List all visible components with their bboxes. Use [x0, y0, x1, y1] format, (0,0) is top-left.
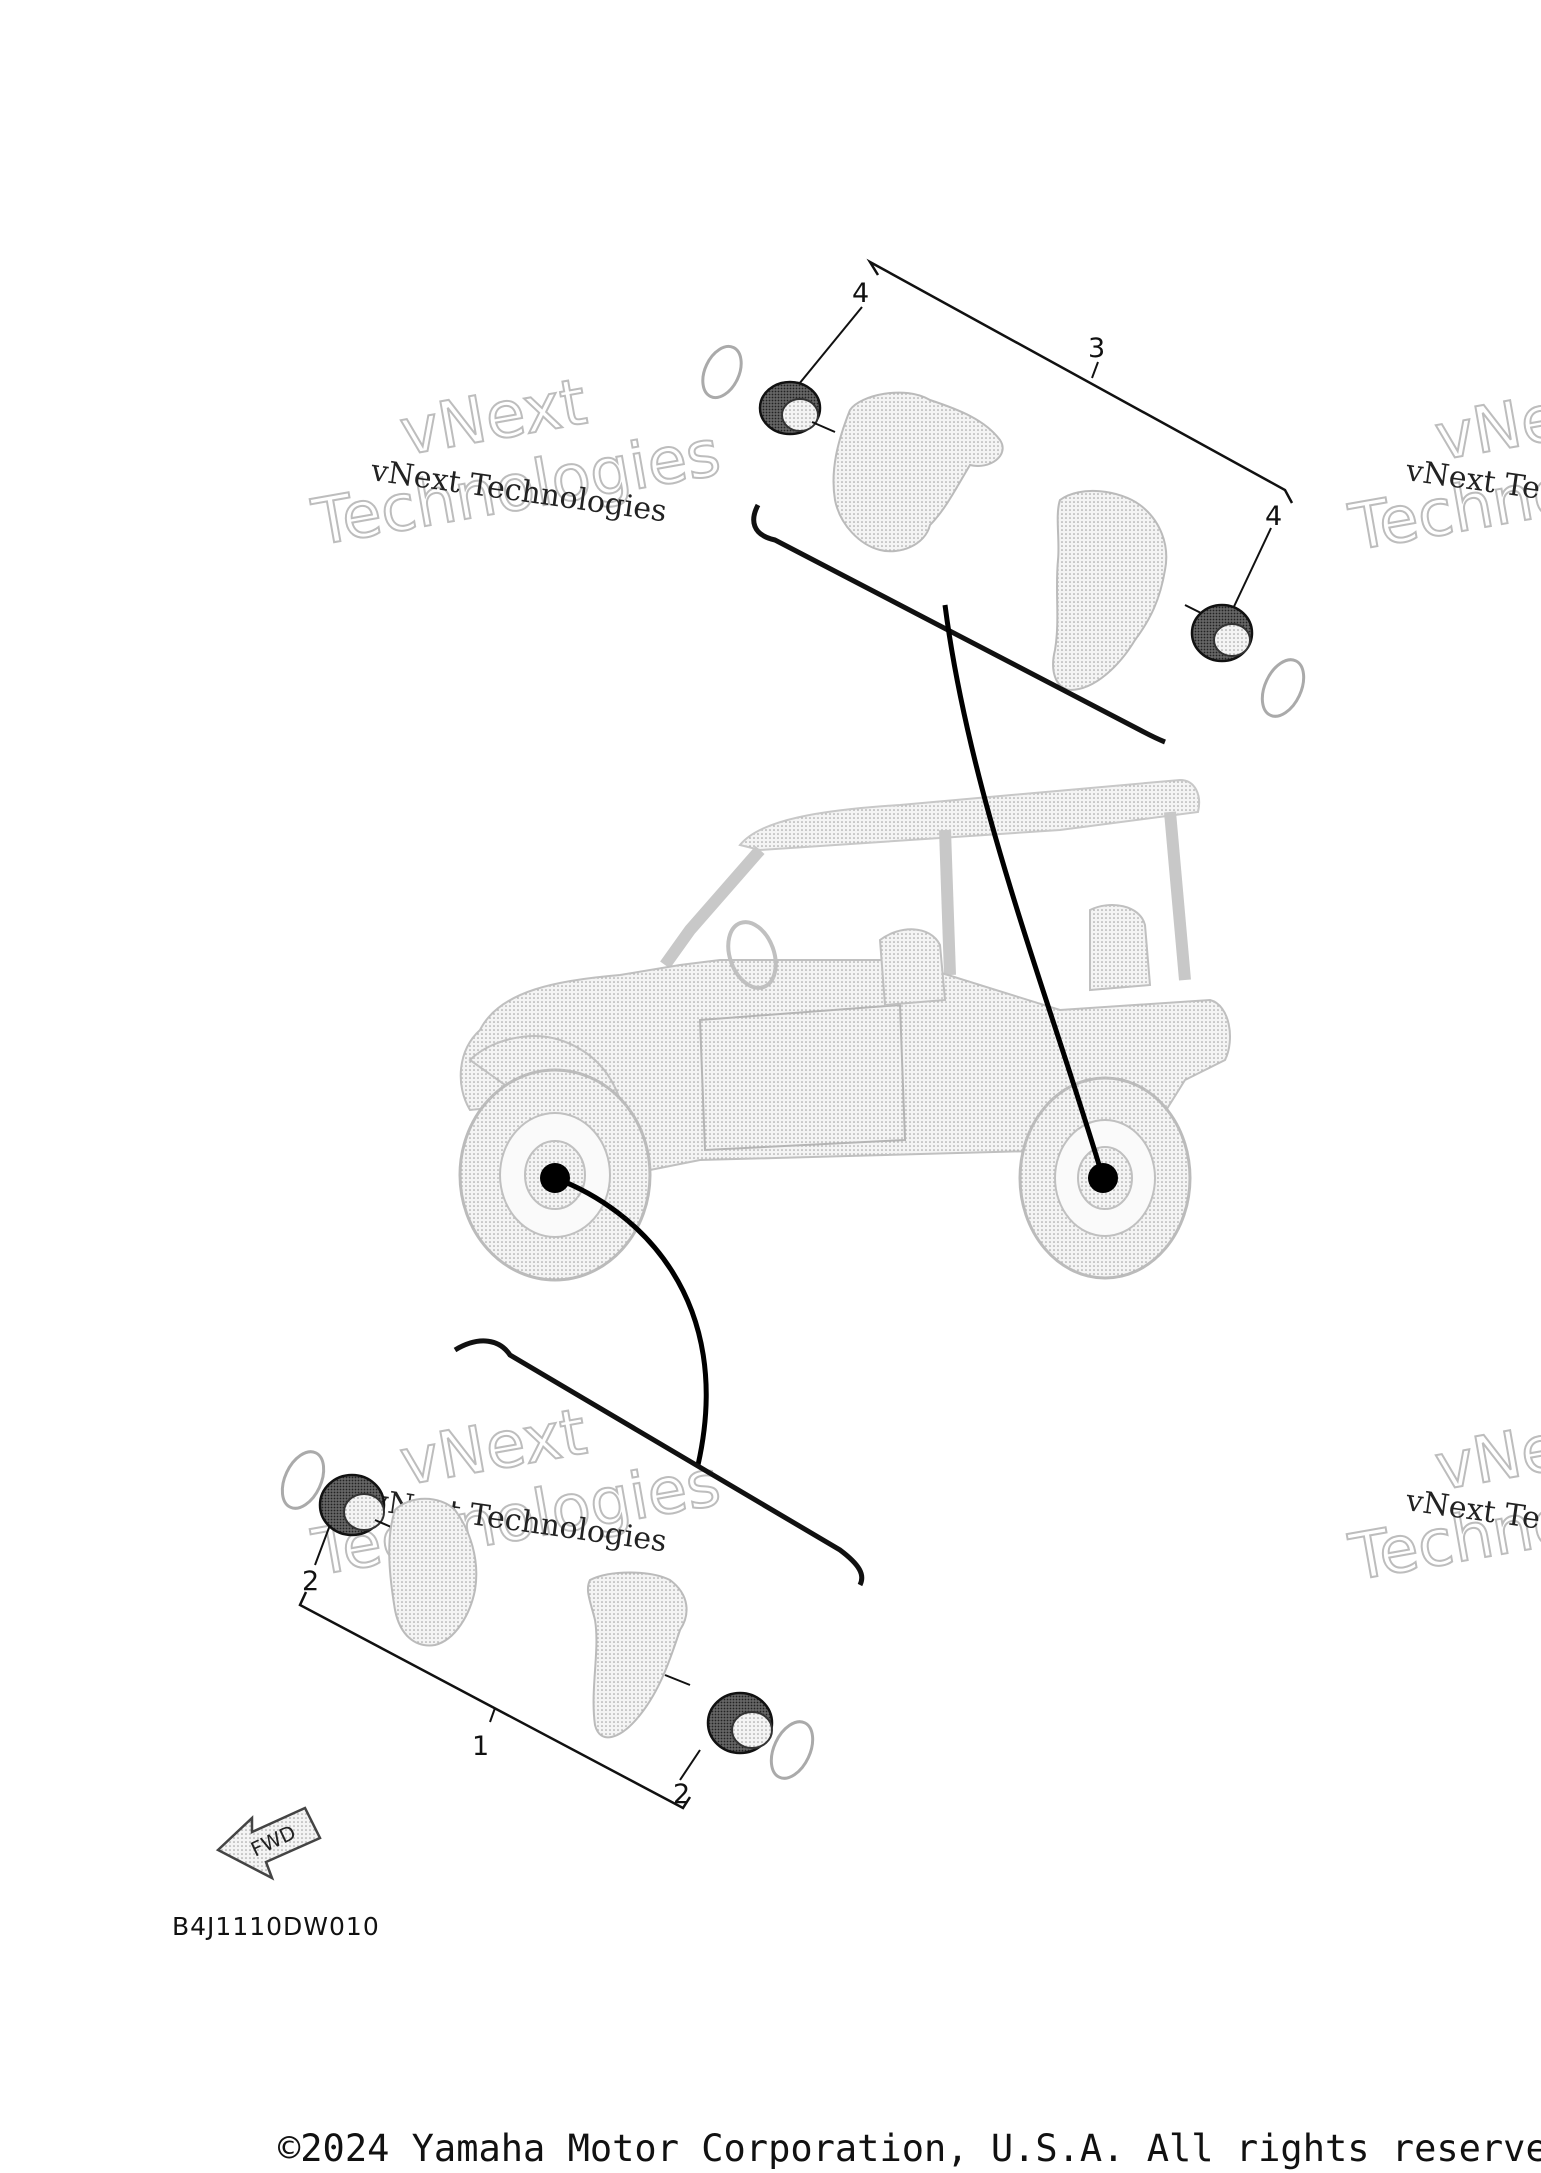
callout-2-right: 2	[673, 1779, 690, 1810]
knuckle-rear-left	[832, 391, 1004, 553]
knuckle-rear-right	[1052, 489, 1168, 692]
leader-line-2-left	[314, 1524, 331, 1566]
callout-4-left: 4	[852, 278, 869, 309]
bushing-front-right	[664, 1674, 774, 1755]
diagram-code: B4J1110DW010	[172, 1912, 380, 1941]
connector-front	[554, 1175, 709, 1466]
leader-line-3	[1091, 361, 1099, 379]
bushing-rear-left	[758, 380, 836, 436]
callout-1: 1	[472, 1731, 489, 1762]
brace-rear	[751, 503, 1166, 745]
watermark-upper-left: vNext Technologies vNext Technologies	[306, 364, 727, 562]
o-ring-front-right	[769, 1720, 815, 1780]
front-wheel	[458, 1068, 652, 1282]
rear-wheel	[1018, 1076, 1192, 1280]
leader-line-2-right	[679, 1749, 701, 1781]
forward-arrow-icon: FWD	[215, 1806, 322, 1881]
leader-line-4-right	[1229, 527, 1272, 616]
bushing-rear-right	[1184, 603, 1254, 663]
knuckle-front-right	[586, 1571, 688, 1739]
o-ring-front-left	[280, 1450, 326, 1510]
o-ring-rear-left	[701, 344, 743, 400]
callout-2-left: 2	[302, 1566, 319, 1597]
leader-line-1	[489, 1707, 496, 1723]
copyright-notice: ©2024 Yamaha Motor Corporation, U.S.A. A…	[278, 2127, 1541, 2170]
o-ring-rear-right	[1260, 658, 1306, 718]
watermark-upper-right: vNe Techno vNext Tec	[1343, 380, 1541, 567]
leader-line-4-left	[789, 306, 863, 396]
callout-3: 3	[1088, 333, 1105, 364]
brace-front	[453, 1338, 865, 1587]
bushing-front-left	[318, 1473, 399, 1537]
rear-knuckle-assembly	[701, 258, 1306, 745]
callout-4-right: 4	[1265, 501, 1282, 532]
knuckle-front-left	[388, 1497, 478, 1647]
watermark-lower-right: vNe Techno vNext Tec	[1343, 1410, 1541, 1597]
front-knuckle-assembly	[280, 1338, 865, 1810]
connector-rear	[942, 604, 1106, 1179]
vehicle-illustration	[458, 778, 1231, 1282]
